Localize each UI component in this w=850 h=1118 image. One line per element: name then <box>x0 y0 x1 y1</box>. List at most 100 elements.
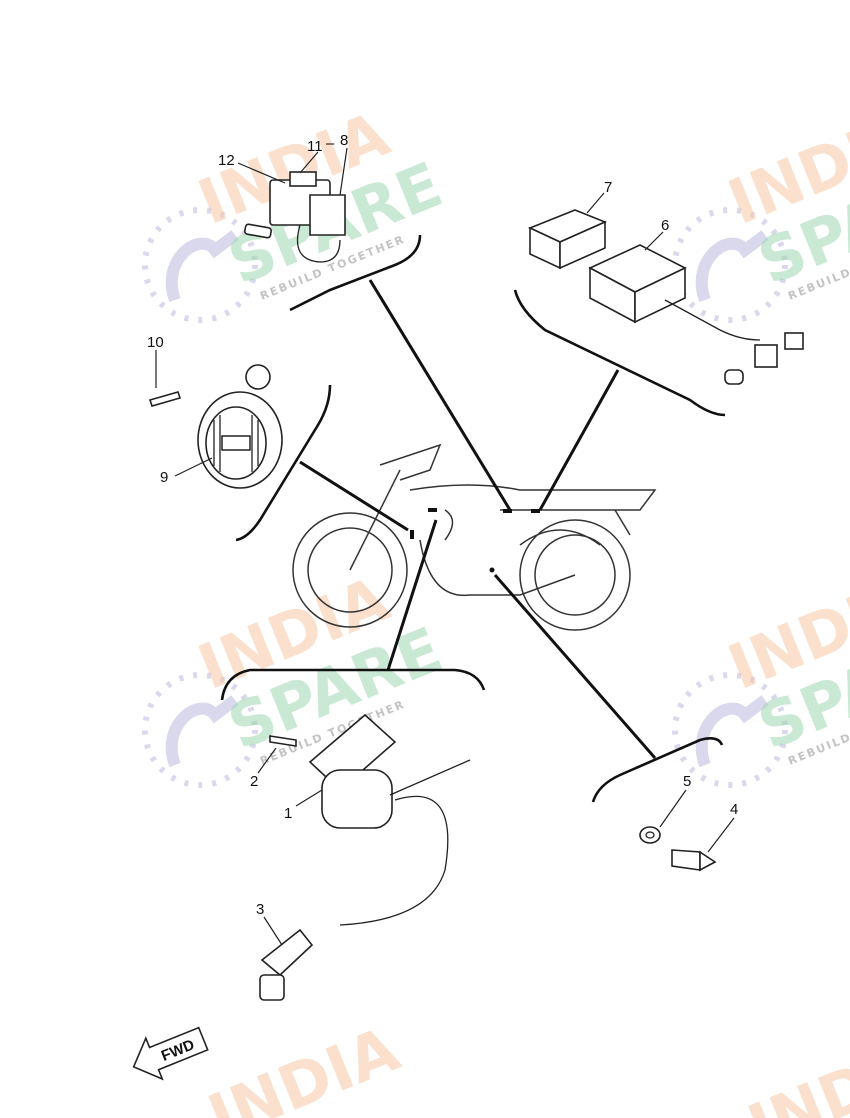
cdi-group <box>513 209 804 511</box>
ignition-coil-group <box>220 519 486 1001</box>
wrench-logo-icon <box>142 672 258 788</box>
plug-boot <box>259 974 285 1001</box>
callout-8: 8 <box>340 132 348 149</box>
relay-terminal <box>289 171 317 187</box>
mount-marker-relay <box>531 509 540 513</box>
leader-6 <box>644 231 664 251</box>
plug-cable <box>339 795 449 926</box>
rear-frame <box>614 509 631 536</box>
wire-loop <box>444 509 454 541</box>
watermark-india-text: INDIA <box>198 1012 408 1118</box>
cdi-harness <box>664 299 761 341</box>
horn-group <box>148 364 409 542</box>
watermark-india-text: INDIA <box>738 1022 850 1118</box>
wrench-logo-icon <box>142 207 258 323</box>
front-wheel-rim <box>307 527 393 613</box>
neutral-switch-group <box>493 574 724 872</box>
horn-badge <box>221 435 251 451</box>
relay-cover <box>309 194 346 236</box>
connector-line <box>368 279 512 511</box>
leader-lines <box>155 147 735 946</box>
callout-3: 3 <box>256 901 264 918</box>
headlight-and-bars <box>379 443 442 481</box>
callout-6: 6 <box>661 217 669 234</box>
leader-7 <box>586 192 605 214</box>
group-bracket <box>591 737 724 803</box>
mount-marker-cdi <box>503 509 512 513</box>
coil-lead <box>389 759 471 796</box>
engine-lower <box>419 539 576 597</box>
plug-cap <box>260 928 314 977</box>
callout-7: 7 <box>604 179 612 196</box>
callout-labels: 12 11 – 8 7 6 10 9 2 1 3 5 4 <box>147 132 738 918</box>
switch-hex <box>699 850 717 872</box>
relay-plug <box>244 223 272 239</box>
mount-marker-coil <box>428 508 437 512</box>
mount-marker-switch <box>489 567 495 573</box>
neutral-switch-part <box>639 826 717 872</box>
front-wheel <box>292 512 408 628</box>
callout-separator: – <box>326 135 335 152</box>
callout-10: 10 <box>147 334 164 351</box>
leader-2 <box>257 747 277 774</box>
coil-body <box>321 769 393 829</box>
callout-1: 1 <box>284 805 292 822</box>
connector-line <box>538 369 620 511</box>
group-bracket <box>289 234 422 312</box>
leader-3 <box>263 916 283 946</box>
leader-11 <box>299 151 319 174</box>
gasket <box>639 826 661 844</box>
forward-arrow-icon <box>132 1026 209 1081</box>
group-bracket <box>513 289 726 417</box>
cdi-part <box>527 209 804 385</box>
connector-line <box>386 519 438 671</box>
leader-9 <box>174 457 213 477</box>
mount-marker-horn <box>410 530 414 539</box>
leader-8 <box>339 147 348 196</box>
horn-bolt <box>148 391 182 407</box>
wrench-logo-icon <box>672 672 788 788</box>
rear-fender <box>519 529 601 546</box>
relay-group <box>244 171 512 511</box>
rear-wheel <box>519 519 631 631</box>
forward-arrow: FWD <box>132 1026 209 1081</box>
harness-plug-2 <box>784 332 804 350</box>
callout-5: 5 <box>683 773 691 790</box>
rear-wheel-rim <box>534 534 616 616</box>
relay-part <box>244 171 346 263</box>
group-bracket <box>220 668 486 701</box>
harness-plug <box>754 344 778 368</box>
relay-lead <box>296 224 341 263</box>
harness-plug-3 <box>724 369 744 385</box>
motorcycle-outline <box>292 443 657 631</box>
group-bracket <box>235 384 332 542</box>
watermark-bottom: INDIA INDIA <box>198 1012 850 1118</box>
horn-bracket <box>245 364 271 390</box>
switch-body <box>671 849 701 871</box>
gasket-hole <box>645 831 655 839</box>
callout-2: 2 <box>250 773 258 790</box>
callout-12: 12 <box>218 152 235 169</box>
watermark-middle-right: INDIA SPARE REBUILD TOGETHER <box>672 562 850 788</box>
connector-line <box>299 460 409 532</box>
ignition-coil-part <box>259 713 471 1001</box>
callout-9: 9 <box>160 469 168 486</box>
front-fork <box>349 469 401 571</box>
callout-11: 11 <box>307 138 323 155</box>
wrench-logo-icon <box>672 207 788 323</box>
connector-line <box>493 574 657 759</box>
cdi-side <box>634 266 686 324</box>
horn-grille <box>205 406 267 480</box>
horn-part <box>148 364 283 489</box>
coil-bolt <box>269 735 297 747</box>
leader-4 <box>707 817 735 853</box>
leader-12 <box>237 162 286 184</box>
leader-1 <box>295 789 323 807</box>
cover-side <box>559 220 606 270</box>
callout-4: 4 <box>730 801 738 818</box>
watermark-top-right: INDIA SPARE REBUILD TOGETHER <box>672 97 850 323</box>
frame-tank-seat <box>409 484 657 511</box>
horn-slots <box>213 415 259 472</box>
leader-5 <box>659 789 687 828</box>
